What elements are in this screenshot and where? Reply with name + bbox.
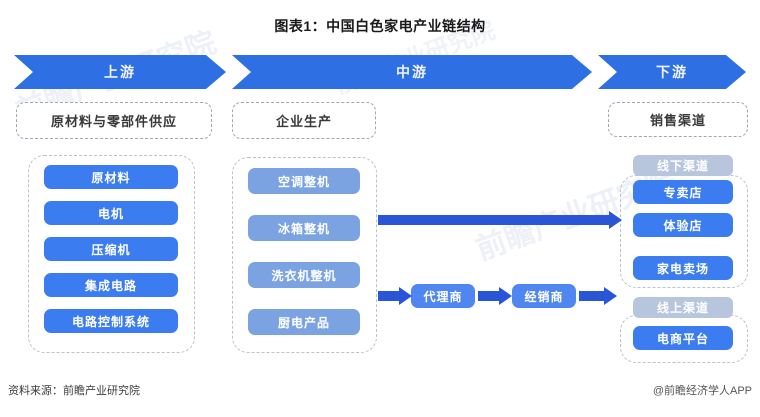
node-experience-store[interactable]: 体验店 bbox=[633, 213, 733, 237]
arrow-midstream-to-offline bbox=[378, 211, 622, 229]
node-agent[interactable]: 代理商 bbox=[411, 284, 475, 308]
stage-banner-midstream: 中游 bbox=[232, 55, 592, 89]
stage-banner-downstream: 下游 bbox=[598, 55, 746, 89]
node-raw-material[interactable]: 原材料 bbox=[44, 165, 178, 189]
channel-label-online: 线上渠道 bbox=[633, 297, 733, 318]
group-container-upstream bbox=[28, 155, 195, 353]
node-distributor[interactable]: 经销商 bbox=[512, 284, 576, 308]
stage-banner-midstream-label: 中游 bbox=[396, 64, 428, 80]
node-circuit-control-sys[interactable]: 电路控制系统 bbox=[44, 309, 178, 333]
source-note: 资料来源：前瞻产业研究院 bbox=[8, 385, 140, 397]
node-refrigerator[interactable]: 冰箱整机 bbox=[248, 215, 360, 241]
arrow-midstream-to-agent bbox=[378, 287, 412, 305]
stage-banner-upstream: 上游 bbox=[14, 55, 226, 89]
node-air-conditioner[interactable]: 空调整机 bbox=[248, 168, 360, 194]
stage-banner-downstream-label: 下游 bbox=[656, 64, 688, 80]
node-ecommerce-platform[interactable]: 电商平台 bbox=[633, 326, 733, 350]
group-container-midstream bbox=[232, 157, 377, 353]
credit-note: @前瞻经济学人APP bbox=[652, 385, 752, 397]
section-header-upstream: 原材料与零部件供应 bbox=[16, 102, 212, 139]
arrow-agent-to-distributor bbox=[478, 287, 512, 305]
section-header-midstream: 企业生产 bbox=[232, 102, 376, 139]
page-title: 图表1：中国白色家电产业链结构 bbox=[274, 18, 486, 34]
node-kitchen-appliance[interactable]: 厨电产品 bbox=[248, 309, 360, 335]
node-exclusive-store[interactable]: 专卖店 bbox=[633, 180, 733, 204]
node-washing-machine[interactable]: 洗衣机整机 bbox=[248, 262, 360, 288]
node-compressor[interactable]: 压缩机 bbox=[44, 237, 178, 261]
channel-label-offline: 线下渠道 bbox=[633, 155, 733, 176]
node-integrated-circuit[interactable]: 集成电路 bbox=[44, 273, 178, 297]
node-motor[interactable]: 电机 bbox=[44, 201, 178, 225]
section-header-downstream: 销售渠道 bbox=[608, 102, 748, 137]
node-appliance-market[interactable]: 家电卖场 bbox=[633, 256, 733, 280]
stage-banner-upstream-label: 上游 bbox=[104, 64, 136, 80]
arrow-distributor-to-online bbox=[579, 287, 617, 305]
